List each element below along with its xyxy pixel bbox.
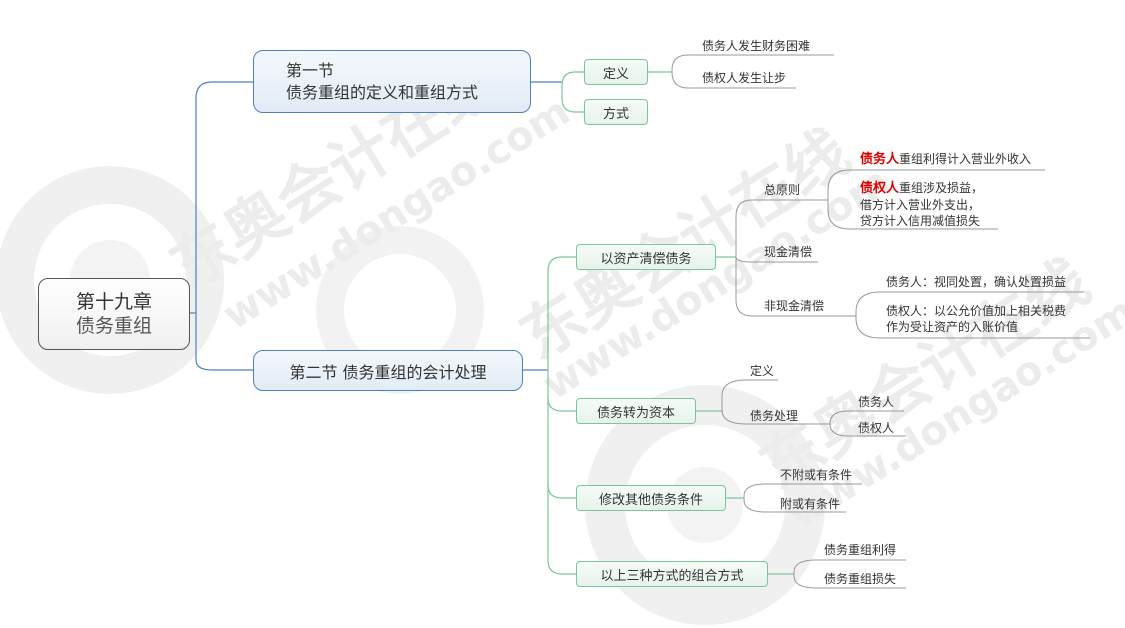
topic-asset-settlement-node[interactable]: 以资产清偿债务 bbox=[576, 244, 716, 270]
topic-combination-node[interactable]: 以上三种方式的组合方式 bbox=[576, 561, 768, 587]
leaf-contingent-terms[interactable]: 附或有条件 bbox=[780, 497, 841, 511]
leaf-text-line2: 借方计入营业外支出， bbox=[860, 198, 981, 212]
section-2-title: 第二节 债务重组的会计处理 bbox=[289, 362, 487, 382]
highlight-debtor: 债务人 bbox=[860, 152, 900, 167]
leaf-creditor[interactable]: 债权人 bbox=[858, 421, 895, 435]
section-1-title-line1: 第一节 bbox=[286, 60, 335, 80]
section-1-node[interactable]: 第一节 债务重组的定义和重组方式 bbox=[253, 50, 531, 113]
leaf-text: 债权人：以公允价值加上相关税费 bbox=[886, 304, 1067, 318]
topic-debt-to-equity-node[interactable]: 债务转为资本 bbox=[576, 398, 696, 424]
leaf-debtor-gain[interactable]: 债务人重组利得计入营业外收入 bbox=[860, 151, 1031, 168]
leaf-restructuring-gain[interactable]: 债务重组利得 bbox=[824, 543, 897, 557]
topic-label: 修改其他债务条件 bbox=[598, 492, 703, 508]
section-1-title-line2: 债务重组的定义和重组方式 bbox=[286, 82, 479, 102]
topic-label: 以上三种方式的组合方式 bbox=[600, 568, 744, 584]
topic-methods-node[interactable]: 方式 bbox=[584, 99, 648, 125]
leaf-text: 重组利得计入营业外收入 bbox=[899, 152, 1032, 166]
highlight-creditor: 债权人 bbox=[860, 181, 900, 196]
topic-label: 债务转为资本 bbox=[596, 405, 675, 421]
branch-definition[interactable]: 定义 bbox=[750, 364, 775, 378]
leaf-creditor-loss[interactable]: 债权人重组涉及损益， 借方计入营业外支出， 贷方计入信用减值损失 bbox=[860, 180, 983, 229]
leaf-text-line3: 贷方计入信用减值损失 bbox=[860, 214, 981, 228]
root-title: 第十九章 bbox=[75, 291, 152, 313]
branch-general-principle[interactable]: 总原则 bbox=[764, 183, 801, 197]
section-2-node[interactable]: 第二节 债务重组的会计处理 bbox=[253, 350, 523, 391]
leaf-noncash-debtor[interactable]: 债务人：视同处置，确认处置损益 bbox=[886, 275, 1067, 289]
topic-definition-node[interactable]: 定义 bbox=[584, 59, 648, 85]
branch-debt-handling[interactable]: 债务处理 bbox=[750, 409, 799, 423]
root-node[interactable]: 第十九章 债务重组 bbox=[38, 278, 190, 350]
leaf-text-line2: 作为受让资产的入账价值 bbox=[886, 320, 1019, 334]
leaf-creditor-concession[interactable]: 债权人发生让步 bbox=[702, 71, 787, 85]
leaf-debtor[interactable]: 债务人 bbox=[858, 395, 895, 409]
branch-noncash-settlement[interactable]: 非现金清偿 bbox=[764, 299, 825, 313]
root-subtitle: 债务重组 bbox=[75, 315, 152, 337]
branch-cash-settlement[interactable]: 现金清偿 bbox=[764, 245, 813, 259]
leaf-debtor-financial-difficulty[interactable]: 债务人发生财务困难 bbox=[702, 39, 811, 53]
leaf-noncash-creditor[interactable]: 债权人：以公允价值加上相关税费 作为受让资产的入账价值 bbox=[886, 303, 1066, 335]
topic-label: 定义 bbox=[602, 66, 629, 82]
topic-modify-terms-node[interactable]: 修改其他债务条件 bbox=[576, 485, 726, 511]
topic-label: 以资产清偿债务 bbox=[600, 251, 692, 267]
leaf-text: 重组涉及损益， bbox=[899, 181, 984, 195]
topic-label: 方式 bbox=[602, 106, 629, 122]
leaf-no-contingent-terms[interactable]: 不附或有条件 bbox=[780, 468, 853, 482]
leaf-restructuring-loss[interactable]: 债务重组损失 bbox=[824, 572, 897, 586]
